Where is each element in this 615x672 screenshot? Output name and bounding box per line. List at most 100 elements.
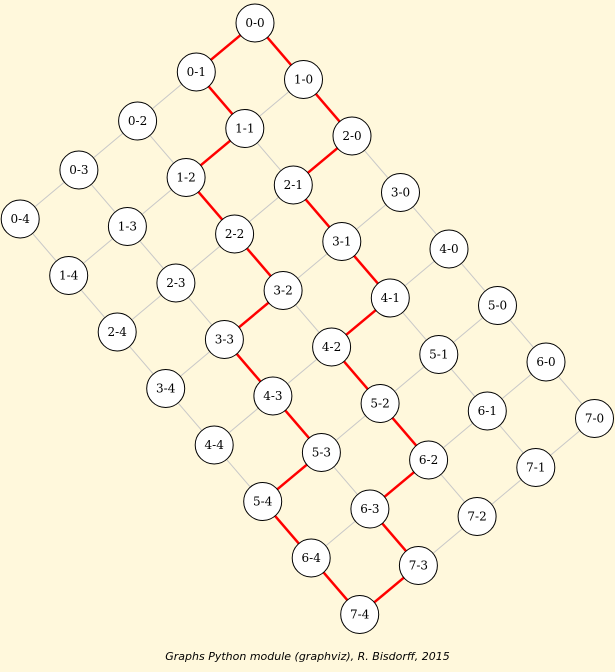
node-label: 6-1 bbox=[478, 404, 497, 418]
node-label: 1-2 bbox=[176, 171, 195, 185]
node-label: 3-2 bbox=[273, 284, 292, 298]
edge bbox=[394, 366, 425, 392]
path-edge bbox=[322, 571, 349, 601]
node-1-4: 1-4 bbox=[49, 256, 89, 295]
node-circle bbox=[409, 440, 449, 480]
node-circle bbox=[253, 376, 293, 416]
edge bbox=[440, 474, 466, 503]
path-edge bbox=[207, 85, 234, 115]
path-edge bbox=[353, 255, 379, 285]
node-label: 7-2 bbox=[467, 510, 486, 524]
edge-layer bbox=[32, 83, 583, 554]
edge bbox=[297, 253, 328, 279]
node-circle bbox=[301, 433, 341, 472]
node-label: 4-1 bbox=[381, 291, 400, 305]
edge bbox=[335, 415, 366, 441]
path-edge bbox=[238, 301, 270, 329]
node-3-3: 3-3 bbox=[204, 320, 244, 359]
node-7-2: 7-2 bbox=[457, 497, 497, 536]
edge bbox=[453, 317, 484, 343]
edge bbox=[190, 245, 221, 272]
node-circle bbox=[176, 52, 216, 92]
node-label: 3-1 bbox=[332, 235, 351, 249]
node-6-1: 6-1 bbox=[467, 391, 507, 431]
node-0-0: 0-0 bbox=[235, 3, 275, 43]
node-label: 6-2 bbox=[419, 453, 438, 467]
node-circle bbox=[398, 546, 438, 585]
edge bbox=[402, 312, 427, 341]
node-label: 5-0 bbox=[488, 299, 507, 313]
node-label: 5-4 bbox=[253, 495, 273, 509]
node-circle bbox=[156, 263, 196, 303]
node-7-0: 7-0 bbox=[575, 399, 614, 438]
node-circle bbox=[284, 60, 323, 99]
path-edge bbox=[314, 93, 341, 123]
path-edge bbox=[246, 247, 272, 277]
edge bbox=[82, 238, 114, 264]
edge bbox=[80, 289, 106, 318]
node-0-2: 0-2 bbox=[118, 101, 158, 141]
node-label: 3-0 bbox=[391, 186, 410, 200]
node-circle bbox=[146, 369, 186, 408]
path-edge bbox=[266, 36, 293, 66]
node-5-0: 5-0 bbox=[478, 286, 517, 325]
node-0-1: 0-1 bbox=[176, 52, 216, 92]
node-label: 4-0 bbox=[439, 242, 458, 256]
node-4-1: 4-1 bbox=[370, 278, 410, 318]
node-label: 3-3 bbox=[215, 333, 234, 347]
edge bbox=[248, 196, 280, 223]
node-1-2: 1-2 bbox=[166, 158, 206, 197]
node-6-4: 6-4 bbox=[291, 538, 331, 578]
node-7-4: 7-4 bbox=[340, 595, 380, 634]
edge bbox=[333, 466, 358, 495]
node-circle bbox=[360, 384, 400, 423]
node-6-0: 6-0 bbox=[526, 342, 566, 382]
node-circle bbox=[0, 199, 40, 239]
node-1-1: 1-1 bbox=[225, 109, 265, 148]
edge bbox=[131, 294, 162, 321]
node-circle bbox=[166, 158, 206, 197]
edge bbox=[179, 351, 211, 377]
path-edge bbox=[304, 198, 331, 228]
node-circle bbox=[243, 482, 283, 521]
edge bbox=[93, 132, 124, 159]
node-label: 2-2 bbox=[225, 227, 244, 241]
edge bbox=[501, 373, 532, 400]
edge bbox=[287, 358, 318, 385]
edge bbox=[550, 430, 581, 456]
edge bbox=[412, 206, 438, 235]
path-edge bbox=[373, 576, 405, 604]
node-circle bbox=[467, 391, 507, 431]
node-circle bbox=[273, 165, 313, 205]
node-circle bbox=[215, 214, 255, 254]
node-label: 6-3 bbox=[360, 502, 379, 516]
node-label: 4-2 bbox=[322, 340, 341, 354]
node-label: 7-4 bbox=[350, 608, 370, 622]
edge bbox=[259, 91, 290, 117]
node-circle bbox=[516, 448, 556, 487]
node-1-3: 1-3 bbox=[107, 207, 147, 246]
node-label: 2-3 bbox=[166, 276, 185, 290]
edge bbox=[149, 135, 175, 164]
node-label: 0-0 bbox=[245, 16, 264, 30]
node-circle bbox=[194, 425, 234, 465]
path-edge bbox=[381, 522, 407, 552]
edge bbox=[141, 189, 172, 215]
node-2-1: 2-1 bbox=[273, 165, 313, 205]
node-4-4: 4-4 bbox=[194, 425, 234, 465]
path-edge bbox=[343, 360, 369, 390]
node-circle bbox=[526, 342, 566, 382]
path-edge bbox=[345, 309, 377, 336]
edge bbox=[226, 459, 251, 488]
node-7-1: 7-1 bbox=[516, 448, 556, 487]
edge bbox=[90, 184, 116, 213]
node-circle bbox=[575, 399, 614, 438]
node-label: 0-3 bbox=[69, 163, 88, 177]
node-3-4: 3-4 bbox=[146, 369, 186, 408]
edge bbox=[32, 233, 57, 262]
node-label: 4-3 bbox=[263, 389, 282, 403]
edge bbox=[442, 422, 474, 449]
node-4-0: 4-0 bbox=[429, 229, 469, 269]
